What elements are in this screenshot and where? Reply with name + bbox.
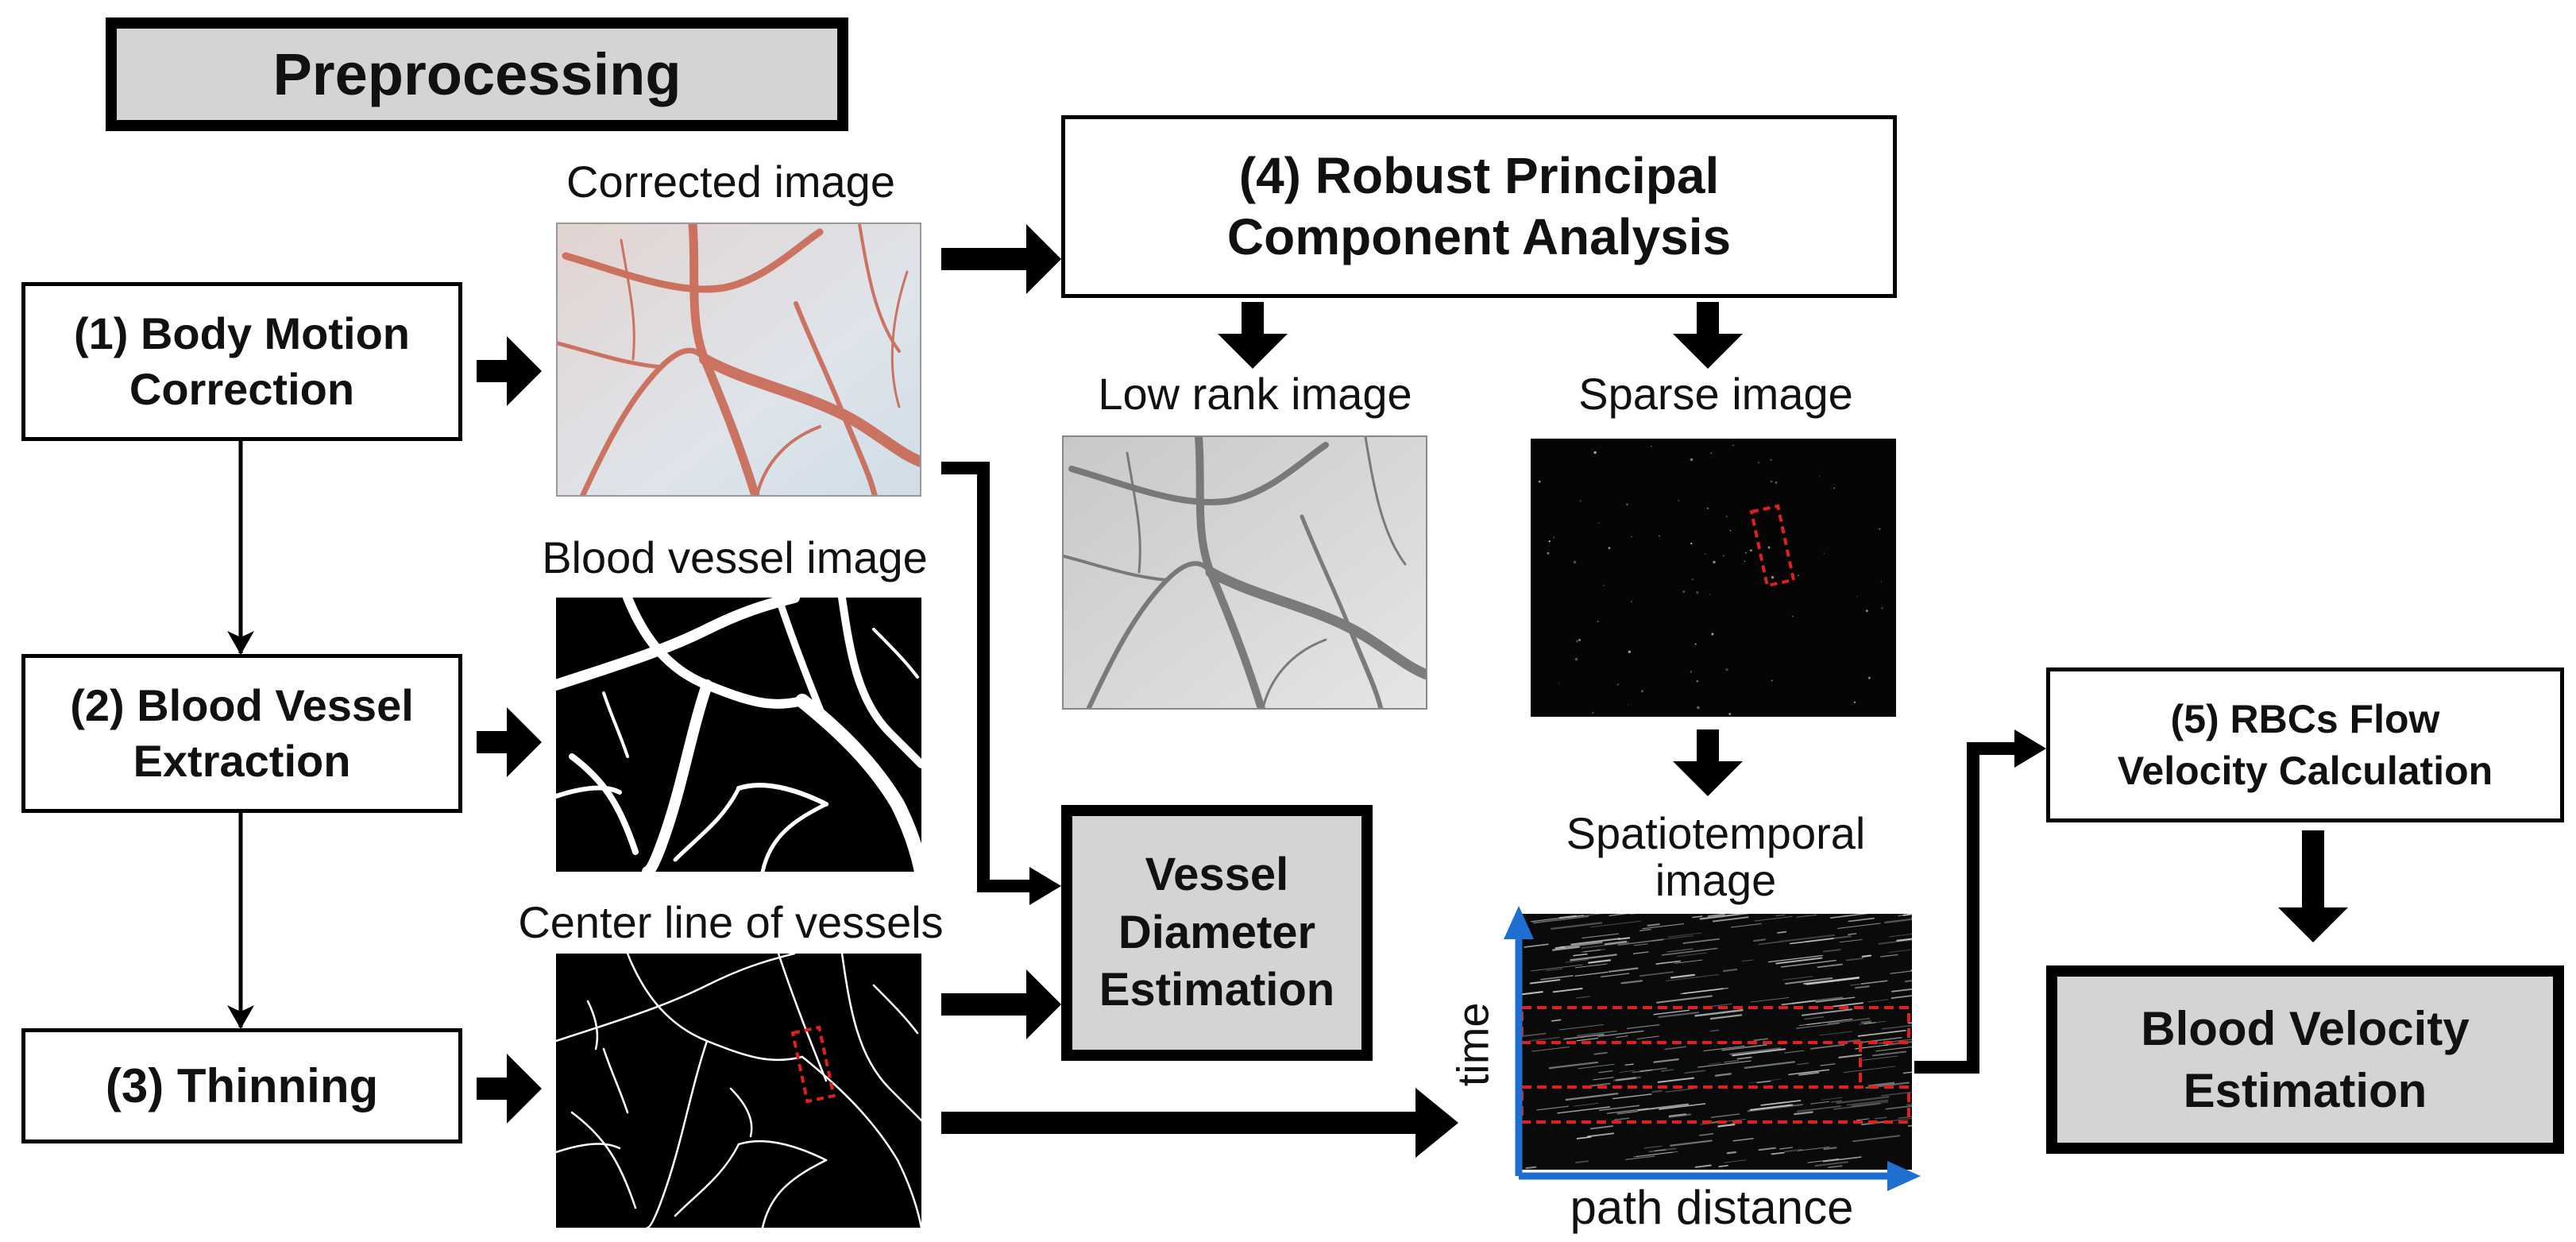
- arrow-rpca-to-sparse: [1673, 302, 1743, 369]
- preprocessing-header: Preprocessing: [106, 17, 848, 131]
- step-body-motion-label: (1) Body Motion Correction: [73, 308, 411, 414]
- step-rpca: (4) Robust Principal Component Analysis: [1061, 115, 1897, 298]
- label-corrected-image: Corrected image: [566, 157, 895, 207]
- arrow-centerline-to-diameter: [941, 969, 1061, 1039]
- output-blood-velocity-label: Blood Velocity Estimation: [2141, 1001, 2470, 1117]
- output-vessel-diameter-label: Vessel Diameter Estimation: [1099, 849, 1335, 1016]
- arrow-thinning-to-centerline: [477, 1054, 542, 1124]
- label-low-rank-image: Low rank image: [1098, 369, 1412, 419]
- label-blood-vessel-image: Blood vessel image: [542, 532, 928, 582]
- sparse-image: [1531, 439, 1896, 717]
- centerline-roi-box: [790, 1025, 836, 1104]
- label-sparse-image: Sparse image: [1578, 369, 1853, 419]
- arrow-rbc-to-velocity: [2278, 830, 2348, 942]
- corrected-image: [556, 222, 921, 497]
- label-spatiotemporal-image: Spatiotemporal image: [1566, 808, 1866, 905]
- sparse-roi-box: [1749, 504, 1796, 588]
- arrow-corrected-to-diameter: [941, 462, 1061, 905]
- center-line-image: [556, 954, 921, 1228]
- preprocessing-header-label: Preprocessing: [272, 41, 682, 107]
- axis-label-path-distance: path distance: [1570, 1181, 1854, 1234]
- arrow-body-to-corrected: [477, 336, 542, 406]
- step-rpca-label: (4) Robust Principal Component Analysis: [1226, 147, 1732, 265]
- step-thinning: (3) Thinning: [21, 1028, 462, 1143]
- output-vessel-diameter: Vessel Diameter Estimation: [1061, 805, 1373, 1061]
- arrow-corrected-to-rpca: [941, 224, 1061, 294]
- spatiotemporal-image: [1519, 914, 1912, 1170]
- arrow-centerline-to-spatiotemporal: [941, 1088, 1458, 1158]
- arrow-rpca-to-lowrank: [1218, 302, 1288, 369]
- arrow-vessel-to-vesselimage: [477, 707, 542, 777]
- blood-vessel-image: [556, 598, 921, 872]
- step-rbc-flow-velocity: (5) RBCs Flow Velocity Calculation: [2046, 667, 2564, 822]
- axis-label-time: time: [1447, 1002, 1498, 1087]
- step-vessel-extraction-label: (2) Blood Vessel Extraction: [70, 680, 414, 786]
- label-center-line: Center line of vessels: [518, 897, 944, 947]
- step-thinning-label: (3) Thinning: [105, 1059, 379, 1112]
- arrow-spatiotemporal-to-rbc: [1914, 729, 2046, 1074]
- step-body-motion-correction: (1) Body Motion Correction: [21, 282, 462, 441]
- spatiotemporal-roi-boxes: [1520, 1006, 1910, 1124]
- low-rank-image: [1062, 435, 1427, 710]
- step-blood-vessel-extraction: (2) Blood Vessel Extraction: [21, 654, 462, 813]
- output-blood-velocity: Blood Velocity Estimation: [2046, 965, 2564, 1154]
- arrow-sparse-to-spatiotemporal: [1673, 729, 1743, 796]
- step-rbc-flow-label: (5) RBCs Flow Velocity Calculation: [2117, 696, 2493, 793]
